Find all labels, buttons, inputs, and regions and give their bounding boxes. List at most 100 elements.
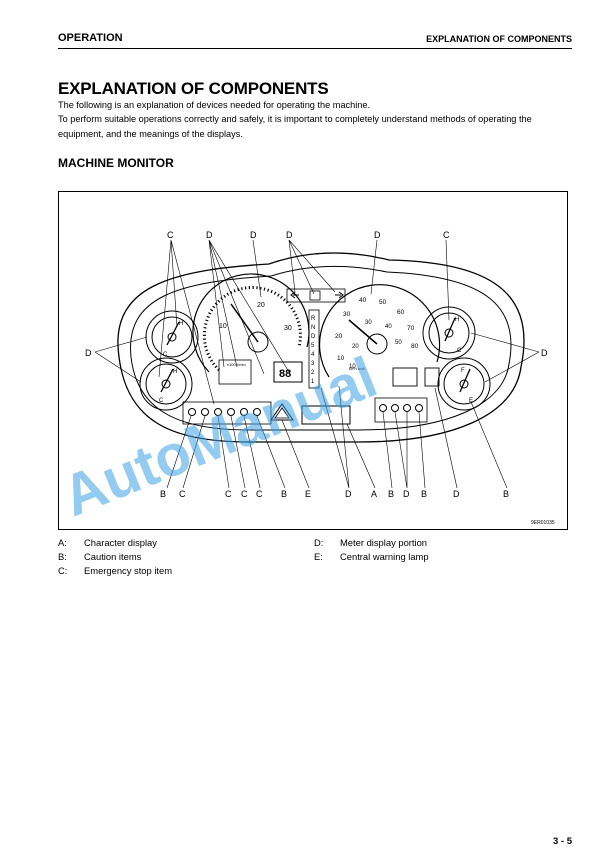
speed-unit: MPH km/h <box>349 367 365 371</box>
hyd-temp-c-label: C <box>457 348 462 354</box>
callout-bottom-4: C <box>241 489 248 499</box>
legend-item: A: Character display <box>58 536 172 550</box>
intro-text: The following is an explanation of devic… <box>58 98 574 141</box>
page-title: EXPLANATION OF COMPONENTS <box>58 79 329 98</box>
speed-kmh-50: 50 <box>379 299 387 306</box>
speed-mph-50: 50 <box>395 340 402 346</box>
left-caution-lamp-row <box>182 401 272 425</box>
right-display-window-small <box>424 367 440 387</box>
gear-1: 1 <box>311 379 315 385</box>
tachometer <box>192 273 310 385</box>
callout-bottom-9: A <box>371 489 377 499</box>
header-rule <box>58 48 572 49</box>
callout-bottom-10: B <box>388 489 394 499</box>
speed-kmh-60: 60 <box>397 309 405 316</box>
legend-text: Caution items <box>84 551 142 562</box>
machine-monitor-figure: H C H C H C F E <box>58 191 568 530</box>
legend-item: C: Emergency stop item <box>58 564 172 578</box>
callout-top-2: D <box>206 230 213 240</box>
gear-3: 3 <box>311 361 315 367</box>
turn-signal-indicators <box>286 288 346 303</box>
speed-kmh-30: 30 <box>343 311 351 318</box>
callout-bottom-7: E <box>305 489 311 499</box>
speed-kmh-40: 40 <box>359 297 367 304</box>
callout-bottom-6: B <box>281 489 287 499</box>
digital-readout-box <box>273 361 303 383</box>
water-temp-gauge <box>145 310 199 364</box>
legend-item: E: Central warning lamp <box>314 550 429 564</box>
right-display-window <box>392 367 418 387</box>
speed-kmh-10: 10 <box>337 355 345 362</box>
legend-key: E: <box>314 551 323 562</box>
legend-left: A: Character display B: Caution items C: Em… <box>58 536 172 578</box>
callout-top-3: D <box>250 230 257 240</box>
speed-kmh-20: 20 <box>335 333 343 340</box>
callout-bottom-1: B <box>160 489 166 499</box>
cluster-outline <box>117 252 525 443</box>
gear-4: 4 <box>311 352 315 358</box>
hydraulic-temp-gauge <box>422 306 476 360</box>
machine-monitor-diagram: H C H C H C F E <box>59 230 555 529</box>
legend-key: C: <box>58 565 68 576</box>
callout-bottom-2: C <box>179 489 186 499</box>
callout-bottom-11: D <box>403 489 410 499</box>
speed-mph-40: 40 <box>385 324 392 330</box>
tacho-tick-10: 10 <box>219 323 227 330</box>
legend-key: A: <box>58 537 67 548</box>
tc-temp-h-label: H <box>173 369 177 375</box>
callout-top-4: D <box>286 230 293 240</box>
tacho-tick-20: 20 <box>257 302 265 309</box>
intro-paragraph-1: The following is an explanation of devic… <box>58 100 371 110</box>
speed-mph-10: 10 <box>349 364 356 370</box>
legend-right: D: Meter display portion E: Central warnin… <box>314 536 429 564</box>
gear-2: 2 <box>311 370 315 376</box>
callout-bottom-13: D <box>453 489 460 499</box>
callout-top-5: D <box>374 230 381 240</box>
intro-paragraph-2: To perform suitable operations correctly… <box>58 114 532 139</box>
speed-kmh-80: 80 <box>411 343 419 350</box>
gear-r: R <box>311 316 316 322</box>
right-caution-lamp-row <box>374 397 428 423</box>
speed-kmh-70: 70 <box>407 325 415 332</box>
legend-text: Character display <box>84 537 157 548</box>
leader-lines <box>94 239 540 489</box>
legend-key: D: <box>314 537 324 548</box>
callout-bottom-12: B <box>421 489 427 499</box>
water-temp-h-label: H <box>179 321 183 327</box>
gear-5: 5 <box>311 343 315 349</box>
callout-bottom-8: D <box>345 489 352 499</box>
running-header-section: OPERATION <box>58 32 123 44</box>
speed-mph-30: 30 <box>365 320 372 326</box>
callout-left: D <box>85 348 92 358</box>
callout-bottom-5: C <box>256 489 263 499</box>
legend-item: D: Meter display portion <box>314 536 429 550</box>
section-title: MACHINE MONITOR <box>58 156 174 170</box>
gear-d: D <box>311 334 316 340</box>
legend-text: Meter display portion <box>340 537 428 548</box>
gear-indicator: R N D 5 4 3 2 1 <box>308 309 320 389</box>
tacho-tick-30: 30 <box>284 325 292 332</box>
figure-code: 9ER01035 <box>531 520 555 526</box>
hyd-temp-h-label: H <box>455 317 459 323</box>
legend-text: Emergency stop item <box>84 565 173 576</box>
fuel-f-label: F <box>461 368 465 374</box>
callout-bottom-3: C <box>225 489 232 499</box>
legend-key: B: <box>58 551 67 562</box>
gear-n: N <box>311 325 315 331</box>
callout-top-1: C <box>167 230 174 240</box>
torque-converter-temp-gauge <box>139 357 193 411</box>
fuel-gauge <box>437 357 491 411</box>
callout-top-6: C <box>443 230 450 240</box>
callout-right: D <box>541 348 548 358</box>
legend-item: B: Caution items <box>58 550 172 564</box>
legend-text: Central warning lamp <box>340 551 429 562</box>
speedometer <box>319 284 441 378</box>
water-temp-c-label: C <box>163 352 168 358</box>
running-header-chapter: EXPLANATION OF COMPONENTS <box>426 34 572 44</box>
callout-bottom-14: B <box>503 489 509 499</box>
fuel-e-label: E <box>469 398 473 404</box>
page-number: 3 - 5 <box>552 836 572 847</box>
speed-mph-20: 20 <box>352 344 359 350</box>
watermark-text: AutoManual <box>59 344 386 529</box>
tc-temp-c-label: C <box>159 398 164 404</box>
